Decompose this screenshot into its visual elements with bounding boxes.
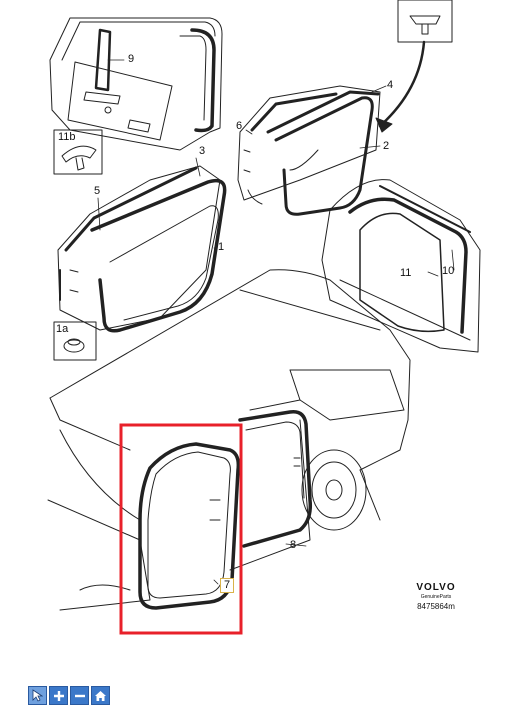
callout-5: 5 xyxy=(94,185,101,197)
front-door-drawing xyxy=(57,165,227,333)
zoom-out-icon xyxy=(74,694,85,697)
highlight-box xyxy=(119,423,243,635)
clip-1a-box xyxy=(53,321,97,361)
callout-1: 1 xyxy=(218,241,225,253)
seal-8 xyxy=(238,410,313,548)
clip-detail-box xyxy=(397,0,453,43)
callout-9: 9 xyxy=(128,53,135,65)
callout-1a: 1a xyxy=(56,323,69,335)
rear-door-drawing xyxy=(237,85,381,216)
callout-2: 2 xyxy=(383,140,390,152)
pointer-button[interactable] xyxy=(28,686,47,705)
pointer-icon xyxy=(32,689,43,702)
callout-4: 4 xyxy=(387,79,394,91)
brand-subtitle: GenuineParts xyxy=(420,594,452,600)
part-number: 8475864m xyxy=(417,602,455,611)
callout-11b: 11b xyxy=(58,131,76,143)
callout-11: 11 xyxy=(400,267,412,279)
car-body-drawing xyxy=(47,269,411,611)
home-button[interactable] xyxy=(91,686,110,705)
zoom-in-icon xyxy=(53,690,64,701)
parts-diagram xyxy=(47,0,481,635)
callout-8: 8 xyxy=(290,539,297,551)
zoom-in-button[interactable] xyxy=(49,686,68,705)
callout-3: 3 xyxy=(199,145,206,157)
callout-6: 6 xyxy=(236,120,243,132)
callout-7: 7 xyxy=(220,578,235,593)
home-icon xyxy=(95,690,106,701)
seal-7 xyxy=(138,442,241,610)
callout-10: 10 xyxy=(442,265,455,277)
brand-logo: VOLVO xyxy=(416,582,456,593)
zoom-out-button[interactable] xyxy=(70,686,89,705)
brand-block: VOLVO GenuineParts 8475864m xyxy=(408,582,464,611)
zoom-toolbar xyxy=(28,686,110,706)
cargo-opening-drawing xyxy=(321,179,481,353)
clip-11b-box xyxy=(53,129,103,175)
